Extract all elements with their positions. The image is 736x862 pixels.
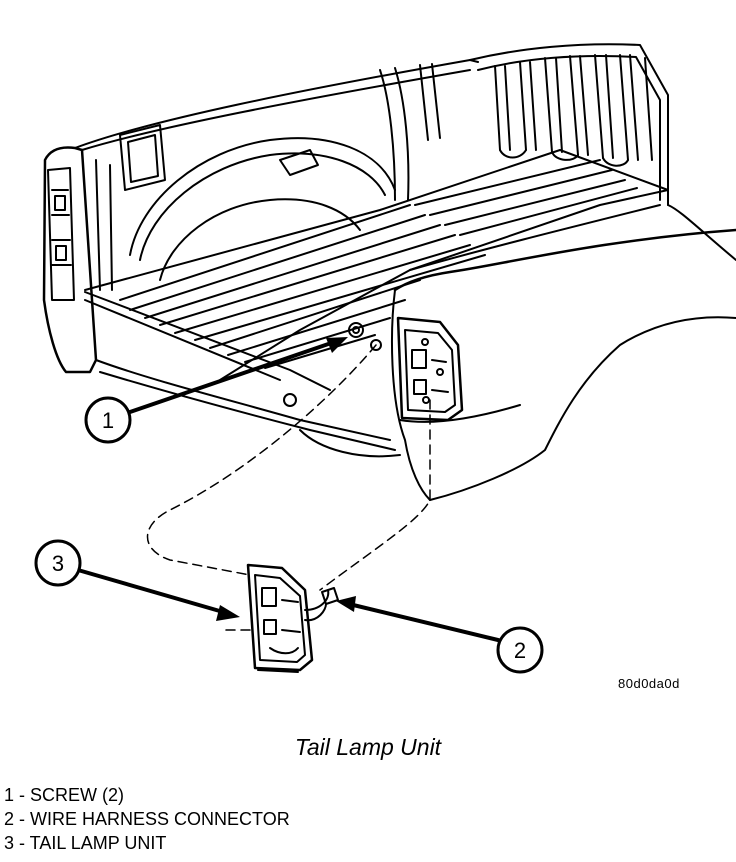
right-rear-quarter <box>95 204 736 501</box>
leader-2 <box>343 601 500 642</box>
legend-item-1: 1 - SCREW (2) <box>4 785 125 805</box>
callout-1: 1 <box>84 396 132 444</box>
front-bulkhead <box>469 43 669 206</box>
figure-reference-code: 80d0da0d <box>618 676 680 691</box>
callout-arrowheads <box>216 337 356 621</box>
bed-floor <box>84 149 669 391</box>
legend-item-3: 3 - TAIL LAMP UNIT <box>4 833 167 853</box>
legend-item-2: 2 - WIRE HARNESS CONNECTOR <box>4 809 290 829</box>
leader-3 <box>76 568 232 616</box>
callout-2: 2 <box>496 626 544 674</box>
truck-bed-illustration: 1 3 2 <box>34 43 736 674</box>
left-bed-side <box>42 59 479 374</box>
callout-legend: 1 - SCREW (2) 2 - WIRE HARNESS CONNECTOR… <box>4 783 290 855</box>
tail-lamp-unit <box>246 563 339 673</box>
callout-leaders <box>76 338 500 642</box>
callout-1-number: 1 <box>102 408 114 433</box>
callout-3-number: 3 <box>52 551 64 576</box>
callout-2-number: 2 <box>514 638 526 663</box>
figure-caption: Tail Lamp Unit <box>294 734 442 760</box>
callout-3: 3 <box>34 539 82 587</box>
leader-1 <box>128 338 342 414</box>
assembly-guide-lines <box>146 344 431 631</box>
